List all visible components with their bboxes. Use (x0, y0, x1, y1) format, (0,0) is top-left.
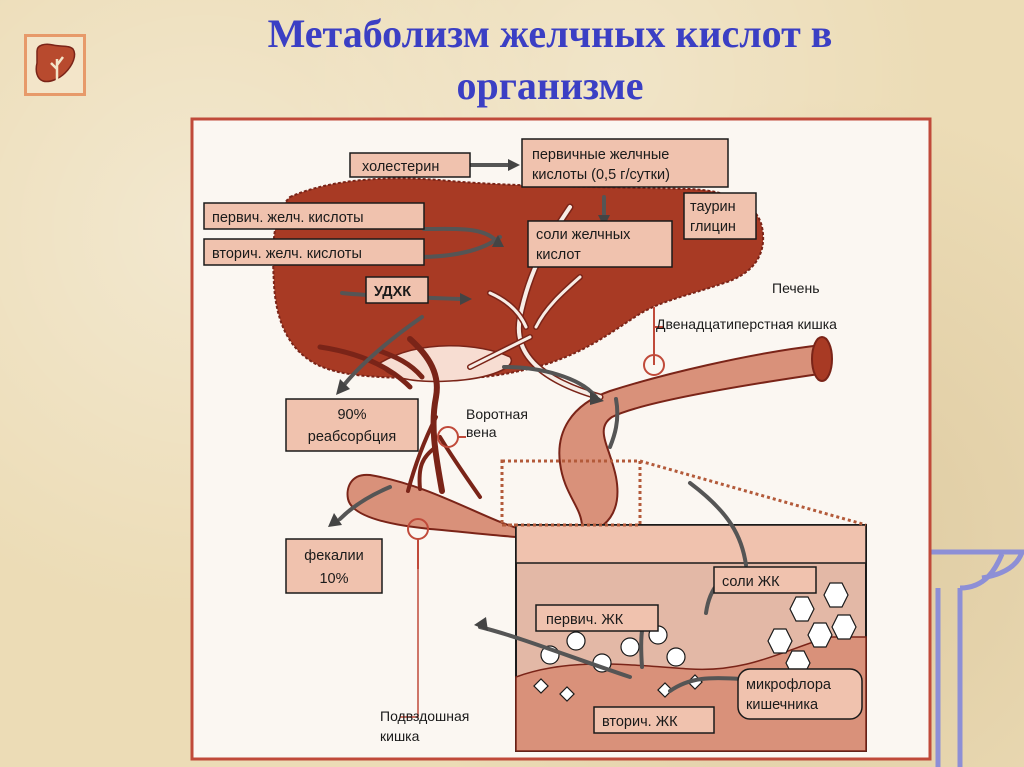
slide-title: Метаболизм желчных кислот в организме (120, 8, 980, 112)
title-line-2: организме (456, 63, 644, 108)
feces-box: фекалии 10% (285, 538, 383, 594)
ileum-line2: кишка (380, 728, 420, 744)
secondary-acids-short-box: вторич. желч. кислоты (203, 238, 425, 266)
bile-salts-short-box: соли ЖК (713, 566, 817, 594)
title-line-1: Метаболизм желчных кислот в (267, 11, 833, 56)
udca-box: УДХК (365, 276, 429, 304)
reabsorption-line2: реабсорбция (308, 429, 396, 445)
primary-ba-label: первич. ЖК (546, 612, 624, 628)
primary-bile-acids-box: первичные желчные кислоты (0,5 г/сутки) (521, 138, 729, 188)
taurine-glycine-box: таурин глицин (683, 192, 757, 240)
liver-label: Печень (772, 280, 820, 296)
microflora-line1: микрофлора (746, 677, 832, 693)
feces-line1: фекалии (304, 548, 363, 564)
duodenum-label: Двенадцатиперстная кишка (656, 316, 837, 332)
duodenum-shape (346, 343, 828, 540)
glycine-label: глицин (690, 219, 736, 235)
portal-vein-line2: вена (466, 424, 497, 440)
reabsorption-line1: 90% (337, 407, 366, 423)
microflora-line2: кишечника (746, 697, 819, 713)
primary-acids-short-box: первич. желч. кислоты (203, 202, 425, 230)
bile-salts-box: соли желчных кислот (527, 220, 673, 268)
udca-label: УДХК (374, 284, 411, 300)
bile-salts-line2: кислот (536, 247, 581, 263)
feces-line2: 10% (319, 571, 348, 587)
bile-acid-diagram: холестерин первичные желчные кислоты (0,… (190, 117, 932, 761)
bile-salts-short-label: соли ЖК (722, 574, 780, 590)
cholesterol-box: холестерин (349, 152, 471, 178)
microflora-box: микрофлора кишечника (737, 668, 863, 720)
taurine-label: таурин (690, 199, 736, 215)
secondary-acids-short-label: вторич. желч. кислоты (212, 246, 362, 262)
portal-vein-line1: Воротная (466, 406, 528, 422)
bile-salts-line1: соли желчных (536, 227, 631, 243)
primary-ba-box: первич. ЖК (535, 604, 659, 632)
primary-bile-acids-line1: первичные желчные (532, 147, 669, 163)
secondary-ba-box: вторич. ЖК (593, 706, 715, 734)
gallbladder-shape (379, 345, 513, 383)
cholesterol-label: холестерин (362, 159, 439, 175)
primary-acids-short-label: первич. желч. кислоты (212, 210, 364, 226)
decorative-ornament (926, 549, 1024, 767)
ileum-line1: Подвздошная (380, 708, 469, 724)
duodenum-end (811, 336, 833, 382)
secondary-ba-label: вторич. ЖК (602, 714, 678, 730)
reabsorption-box: 90% реабсорбция (285, 398, 419, 452)
primary-bile-acids-line2: кислоты (0,5 г/сутки) (532, 167, 670, 183)
liver-icon (24, 34, 86, 96)
